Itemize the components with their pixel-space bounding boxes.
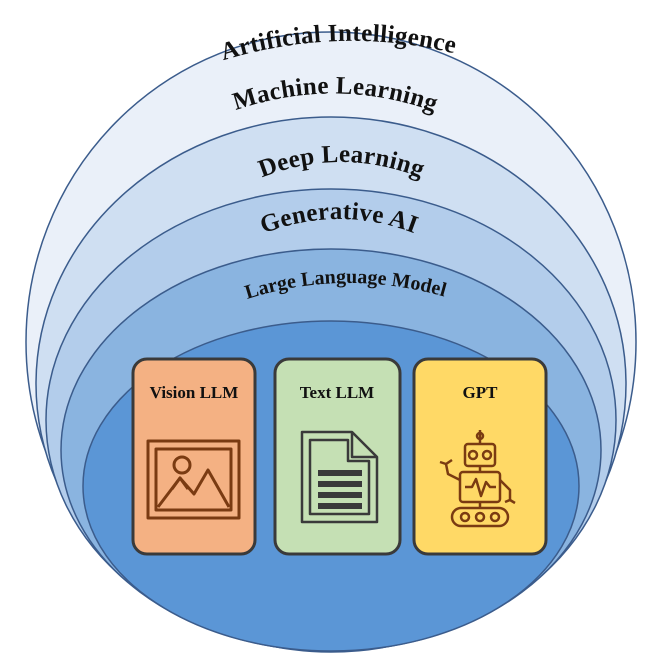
mountain-image-icon [146, 439, 241, 520]
card-gpt-box [412, 357, 548, 556]
document-icon [300, 430, 379, 524]
robot-icon [439, 430, 516, 528]
card-text-llm: Text LLM [273, 357, 402, 556]
card-vision-llm: Vision LLM [131, 357, 257, 556]
card-vision-llm-title: Vision LLM [150, 383, 239, 402]
card-vision-llm-box [131, 357, 257, 556]
card-gpt-title: GPT [463, 383, 499, 402]
card-gpt: GPT [412, 357, 548, 556]
card-text-llm-title: Text LLM [300, 383, 374, 402]
